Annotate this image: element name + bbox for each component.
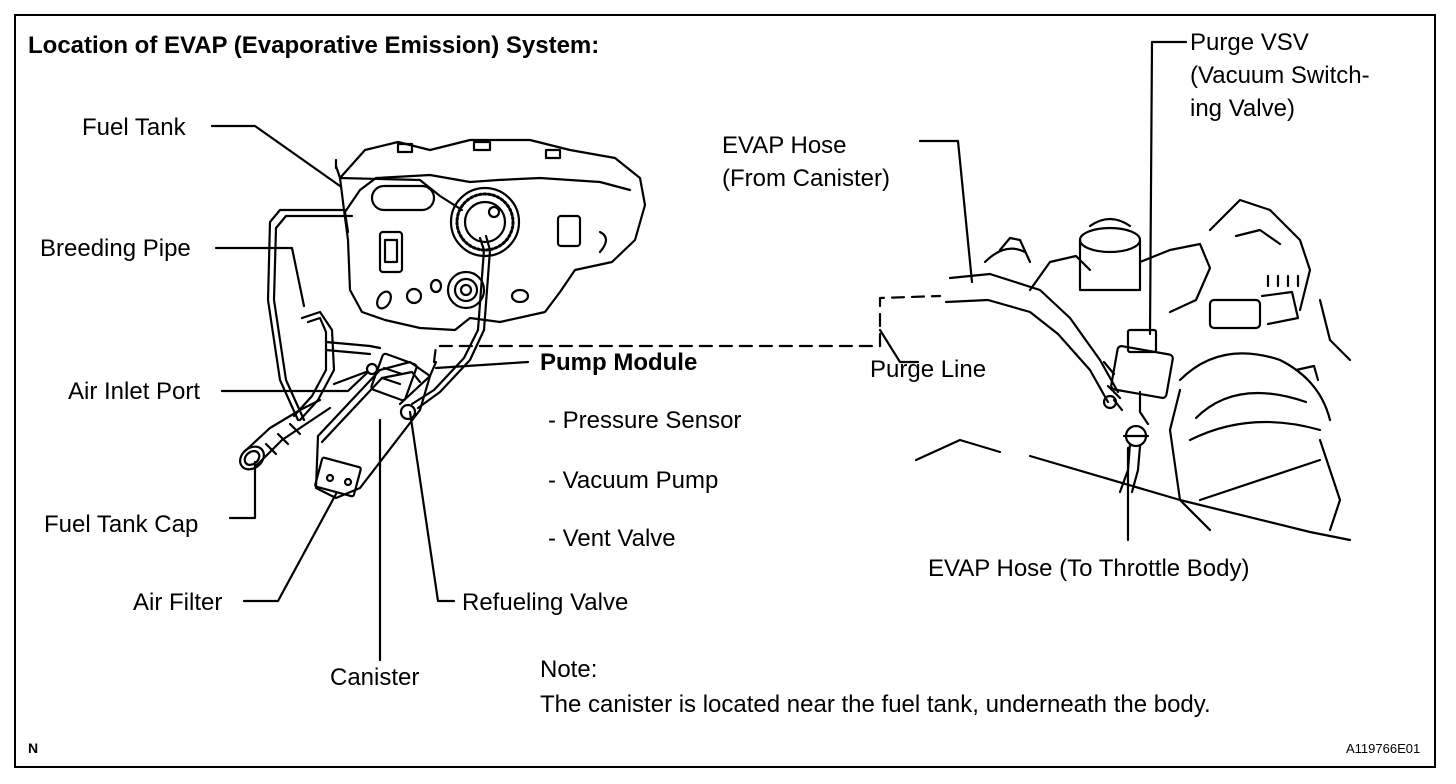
throttle-body-drawing bbox=[914, 198, 1352, 542]
note-text: The canister is located near the fuel ta… bbox=[540, 691, 1211, 718]
label-evap-hose-to: EVAP Hose (To Throttle Body) bbox=[928, 555, 1250, 582]
note-heading: Note: bbox=[540, 656, 598, 683]
label-canister: Canister bbox=[330, 664, 420, 691]
pump-module-item-vent-valve: - Vent Valve bbox=[548, 525, 676, 552]
figure-title: Location of EVAP (Evaporative Emission) … bbox=[28, 32, 600, 59]
label-purge-vsv-line3: ing Valve) bbox=[1190, 95, 1295, 122]
fuel-tank-drawing bbox=[266, 138, 647, 422]
label-purge-vsv-line1: Purge VSV bbox=[1190, 29, 1309, 56]
leader-lines bbox=[210, 40, 1188, 662]
label-purge-line: Purge Line bbox=[870, 356, 987, 383]
label-breeding-pipe: Breeding Pipe bbox=[40, 235, 191, 262]
orientation-mark: N bbox=[28, 740, 39, 756]
label-refueling-valve: Refueling Valve bbox=[462, 589, 629, 616]
label-fuel-tank-cap: Fuel Tank Cap bbox=[44, 511, 199, 538]
filler-and-canister-drawing bbox=[239, 294, 942, 500]
label-purge-vsv-line2: (Vacuum Switch- bbox=[1190, 62, 1370, 89]
label-pump-module: Pump Module bbox=[540, 349, 698, 376]
label-evap-hose-from-line2: (From Canister) bbox=[722, 165, 891, 192]
label-air-inlet-port: Air Inlet Port bbox=[68, 378, 201, 405]
label-fuel-tank: Fuel Tank bbox=[82, 114, 186, 141]
label-air-filter: Air Filter bbox=[133, 589, 223, 616]
label-evap-hose-from-line1: EVAP Hose bbox=[722, 132, 847, 159]
pump-module-item-vacuum-pump: - Vacuum Pump bbox=[548, 467, 719, 494]
pump-module-item-pressure-sensor: - Pressure Sensor bbox=[548, 407, 742, 434]
figure-code: A119766E01 bbox=[1346, 741, 1421, 756]
